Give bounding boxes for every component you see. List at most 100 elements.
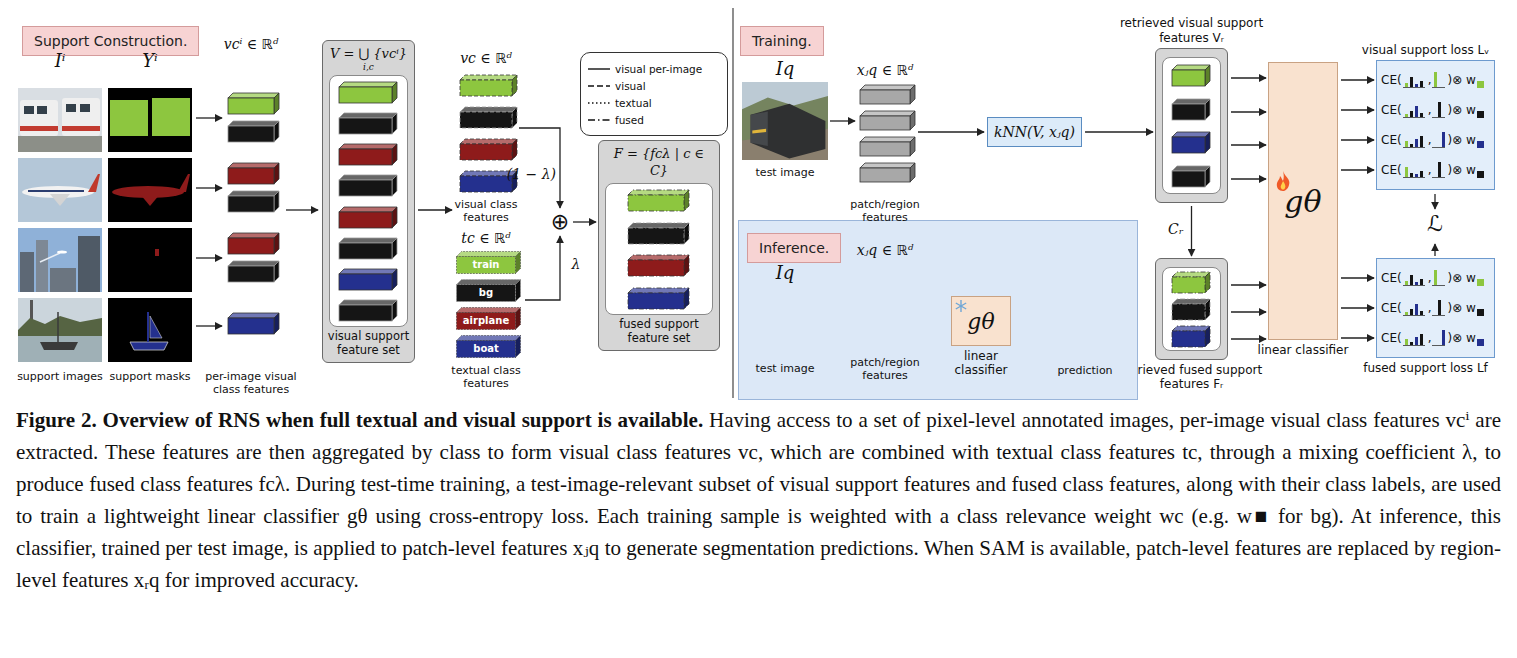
bar-side <box>516 308 521 330</box>
label: vcⁱ ∈ ℝᵈ <box>211 36 291 53</box>
legend-box: visual per-imagevisualtextualfused <box>580 52 728 136</box>
loss-row: CE(,)⊗ w <box>1381 263 1490 293</box>
edge-label: Cᵣ <box>1152 221 1184 238</box>
feature-set: retrieved visual support features Vᵣ <box>1155 48 1228 203</box>
chart-bar <box>1415 304 1418 315</box>
bar-top <box>1172 166 1210 171</box>
photo <box>88 174 100 192</box>
set-text: visual support feature set <box>327 330 410 358</box>
loss-text: CE( <box>1381 73 1402 87</box>
set-text: F = {fcλ | c ∈ C} <box>603 146 715 180</box>
bar-top <box>339 269 397 274</box>
bar-top <box>339 82 397 87</box>
connector <box>1341 337 1374 338</box>
bar-side <box>1205 65 1210 86</box>
classifier-symbol: gθ <box>967 309 994 334</box>
chart-bar <box>1415 174 1418 177</box>
legend-row: textual <box>588 94 720 111</box>
photo <box>40 342 78 350</box>
chart-bar <box>1405 83 1408 87</box>
legend-line <box>588 68 610 69</box>
feature-bars <box>330 76 407 326</box>
legend-line-sample <box>588 98 610 108</box>
bar-side <box>512 139 517 160</box>
label: patch/region features <box>840 198 930 224</box>
feature-stack <box>1162 57 1221 194</box>
loss-text: )⊗ w <box>1447 271 1475 285</box>
label: per-image visual class features <box>195 370 307 396</box>
target-chart <box>1432 298 1446 318</box>
arrow <box>196 325 222 326</box>
label: tc ∈ ℝᵈ <box>446 230 526 247</box>
legend-line <box>588 85 610 86</box>
label: test image <box>740 362 830 375</box>
bar-front <box>860 116 910 130</box>
bar-top <box>339 113 397 118</box>
chart-bar <box>1405 167 1408 177</box>
legend-row: fused <box>588 111 720 128</box>
mask <box>108 298 192 362</box>
knn-text: kNN(V, xⱼq) <box>994 124 1075 140</box>
connector <box>1341 277 1374 278</box>
target-chart <box>1432 328 1446 348</box>
bar-top <box>1172 299 1210 304</box>
bar-top <box>339 144 397 149</box>
classifier-label: linear classifier <box>1254 343 1352 357</box>
bar-top <box>339 238 397 243</box>
bar-side <box>684 288 689 309</box>
bar-side <box>512 107 517 128</box>
bar-front <box>860 142 910 156</box>
label: prediction <box>1040 364 1130 377</box>
photo <box>18 158 102 222</box>
bar-top <box>228 163 279 168</box>
arrow <box>286 209 318 210</box>
arrow <box>196 117 222 118</box>
feature-stack <box>329 75 408 327</box>
bar-top <box>457 252 521 257</box>
loss-text: , <box>1428 103 1432 117</box>
bar-top <box>628 255 689 260</box>
label: λ <box>566 256 586 273</box>
connector <box>1085 131 1153 132</box>
bar-side <box>1205 272 1210 293</box>
bar-top <box>457 308 521 313</box>
chart-bar <box>1410 173 1413 177</box>
bar-top <box>460 139 517 144</box>
chart-axis <box>1403 345 1425 346</box>
bar-front <box>339 212 392 228</box>
bar-front <box>339 118 392 134</box>
weight-swatch <box>1477 141 1484 148</box>
connector <box>1231 144 1266 145</box>
loss-text: )⊗ w <box>1447 301 1475 315</box>
bar-top <box>1172 65 1210 70</box>
section-tag: Training. <box>740 26 824 56</box>
chart-axis <box>1403 117 1425 118</box>
loss-row: CE(,)⊗ w <box>1381 65 1490 95</box>
prediction-chart <box>1403 130 1427 150</box>
legend-row: visual per-image <box>588 60 720 77</box>
mask-region <box>152 98 190 136</box>
bar-front <box>1172 104 1205 120</box>
bar-front <box>628 260 684 276</box>
chart-bar <box>1420 81 1423 87</box>
knn-box: kNN(V, xⱼq) <box>987 117 1082 147</box>
bar-side <box>516 280 521 302</box>
feature-bars <box>1163 58 1220 193</box>
loss-text: , <box>1428 301 1432 315</box>
loss-text: CE( <box>1381 331 1402 345</box>
label: support masks <box>105 370 195 383</box>
bar-top <box>228 261 279 266</box>
bar-top <box>339 175 397 180</box>
feature-set: retrieved fused support features Fᵣ <box>1155 258 1228 360</box>
bar-front <box>339 180 392 196</box>
chart-axis <box>1403 147 1425 148</box>
photo <box>24 106 34 114</box>
text-feature: airplane <box>456 312 516 330</box>
text-feature: bg <box>456 284 516 302</box>
mask <box>108 228 192 292</box>
loss-text: , <box>1428 73 1432 87</box>
prediction-chart <box>1403 268 1427 288</box>
bar-side <box>910 163 915 182</box>
bar-front <box>339 243 392 259</box>
connector <box>1341 169 1374 170</box>
